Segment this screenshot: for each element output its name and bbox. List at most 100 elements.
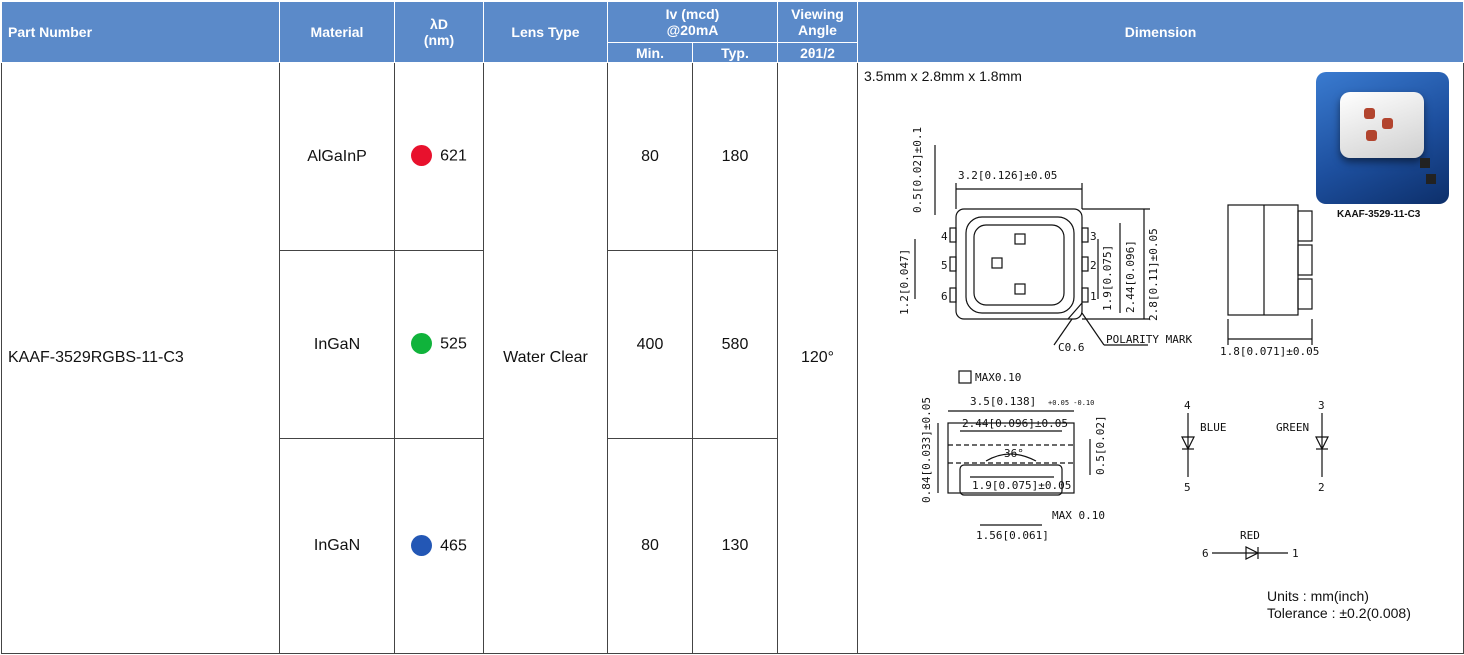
pad-5 — [949, 256, 957, 272]
header-part-number: Part Number — [1, 1, 280, 63]
header-lambda: λD — [430, 16, 448, 32]
iv-min-cell: 400 — [607, 250, 693, 439]
dim-35-label: 3.5[0.138] — [970, 395, 1036, 408]
pad-6 — [949, 287, 957, 303]
material-cell: InGaN — [279, 250, 395, 439]
top-chip-2 — [991, 257, 1003, 269]
wavelength-cell: 465 — [394, 438, 484, 654]
pin-6-label: 6 — [941, 290, 948, 303]
diode-blue — [1181, 436, 1195, 451]
pad-1 — [1081, 287, 1089, 303]
diode-green — [1315, 436, 1329, 451]
header-iv-cond: @20mA — [666, 22, 719, 38]
lens-type-cell: Water Clear — [483, 62, 608, 654]
pin-4-label: 4 — [941, 230, 948, 243]
header-angle: Angle — [798, 22, 837, 38]
side-lead-bottom — [1297, 278, 1313, 310]
side-lead-top — [1297, 210, 1313, 242]
green-label: GREEN — [1276, 421, 1309, 434]
iv-min-cell: 80 — [607, 62, 693, 251]
circuit-pin-3: 3 — [1318, 399, 1325, 412]
led-chip-green — [1382, 118, 1393, 129]
leader-c06 — [1053, 318, 1073, 346]
red-color-dot — [411, 145, 433, 166]
dim-05-label: 0.5[0.02]±0.1 — [911, 127, 924, 213]
wavelength-value: 465 — [440, 537, 467, 555]
iv-typ-cell: 180 — [692, 62, 778, 251]
polarity-chamfer — [1067, 302, 1083, 320]
blue-label: BLUE — [1200, 421, 1227, 434]
wavelength-value: 621 — [440, 147, 467, 165]
header-dimension: Dimension — [857, 1, 1464, 63]
iv-min-cell: 80 — [607, 438, 693, 654]
pin-1-label: 1 — [1090, 290, 1097, 303]
led-chip-red — [1364, 108, 1375, 119]
material-cell: AlGaInP — [279, 62, 395, 251]
angle-label: 36° — [1004, 447, 1024, 460]
side-lead-mid — [1297, 244, 1313, 276]
iv-typ-cell: 580 — [692, 250, 778, 439]
header-material: Material — [279, 1, 395, 63]
led-photo — [1316, 72, 1449, 204]
led-leg — [1426, 174, 1436, 184]
header-viewing: Viewing — [791, 6, 844, 22]
dim-28-label: 2.8[0.11]±0.05 — [1147, 228, 1160, 321]
dim-084-label: 0.84[0.033]±0.05 — [920, 397, 933, 503]
blue-color-dot — [411, 534, 433, 556]
pad-2 — [1081, 256, 1089, 272]
material-cell: InGaN — [279, 438, 395, 654]
side-view-outline — [1227, 204, 1299, 316]
wavelength-cell: 621 — [394, 62, 484, 251]
viewing-angle-cell: 120° — [777, 62, 858, 654]
top-chip-3 — [1014, 283, 1026, 295]
circuit-pin-1: 1 — [1292, 547, 1299, 560]
top-view-outer-lens — [965, 216, 1075, 314]
max010b-label: MAX 0.10 — [1052, 509, 1105, 522]
dim-32-label: 3.2[0.126]±0.05 — [958, 169, 1057, 182]
circuit-pin-5: 5 — [1184, 481, 1191, 494]
header-iv: Iv (mcd)@20mA — [607, 1, 778, 43]
dim-19-label: 1.9[0.075] — [1101, 245, 1114, 311]
leader-polarity — [1081, 312, 1105, 346]
green-color-dot — [411, 333, 433, 354]
iv-typ-cell: 130 — [692, 438, 778, 654]
dim-19b-label: 1.9[0.075]±0.05 — [972, 479, 1071, 492]
header-iv-min: Min. — [607, 42, 693, 63]
header-iv-label: Iv (mcd) — [665, 6, 720, 22]
pin-2-label: 2 — [1090, 259, 1097, 272]
package-size: 3.5mm x 2.8mm x 1.8mm — [864, 68, 1022, 84]
led-package-shape — [1340, 92, 1424, 158]
dim-156-label: 1.56[0.061] — [976, 529, 1049, 542]
bottom-view-outline — [947, 422, 1075, 494]
c06-label: C0.6 — [1058, 341, 1085, 354]
wavelength-cell: 525 — [394, 250, 484, 439]
dim-05b-label: 0.5[0.02] — [1094, 415, 1107, 475]
units-note: Units : mm(inch) — [1267, 588, 1369, 604]
dimension-cell: 3.5mm x 2.8mm x 1.8mm KAAF-3529-11-C3 — [857, 62, 1464, 654]
header-iv-typ: Typ. — [692, 42, 778, 63]
header-wavelength: λD(nm) — [394, 1, 484, 63]
red-label: RED — [1240, 529, 1260, 542]
header-lens-type: Lens Type — [483, 1, 608, 63]
dim-244-label: 2.44[0.096]±0.05 — [962, 417, 1068, 430]
top-view-inner-lens — [973, 224, 1065, 306]
dim-18-label: 1.8[0.071]±0.05 — [1220, 345, 1319, 358]
led-chip-blue — [1366, 130, 1377, 141]
pad-3 — [1081, 227, 1089, 243]
pin-3-label: 3 — [1090, 230, 1097, 243]
top-chip-1 — [1014, 233, 1026, 245]
tolerance-note: Tolerance : ±0.2(0.008) — [1267, 605, 1411, 621]
max010-label: MAX0.10 — [975, 371, 1021, 384]
flatness-symbol — [958, 370, 972, 384]
angle-arc — [985, 453, 1037, 462]
bottom-view-base — [959, 464, 1063, 496]
pin-5-label: 5 — [941, 259, 948, 272]
wavelength-value: 525 — [440, 335, 467, 353]
polarity-label: POLARITY MARK — [1106, 333, 1192, 346]
dim-244v-label: 2.44[0.096] — [1124, 240, 1137, 313]
diode-red — [1245, 546, 1260, 560]
circuit-pin-2: 2 — [1318, 481, 1325, 494]
dim-35-tolerance: +0.05 -0.10 — [1048, 399, 1094, 407]
